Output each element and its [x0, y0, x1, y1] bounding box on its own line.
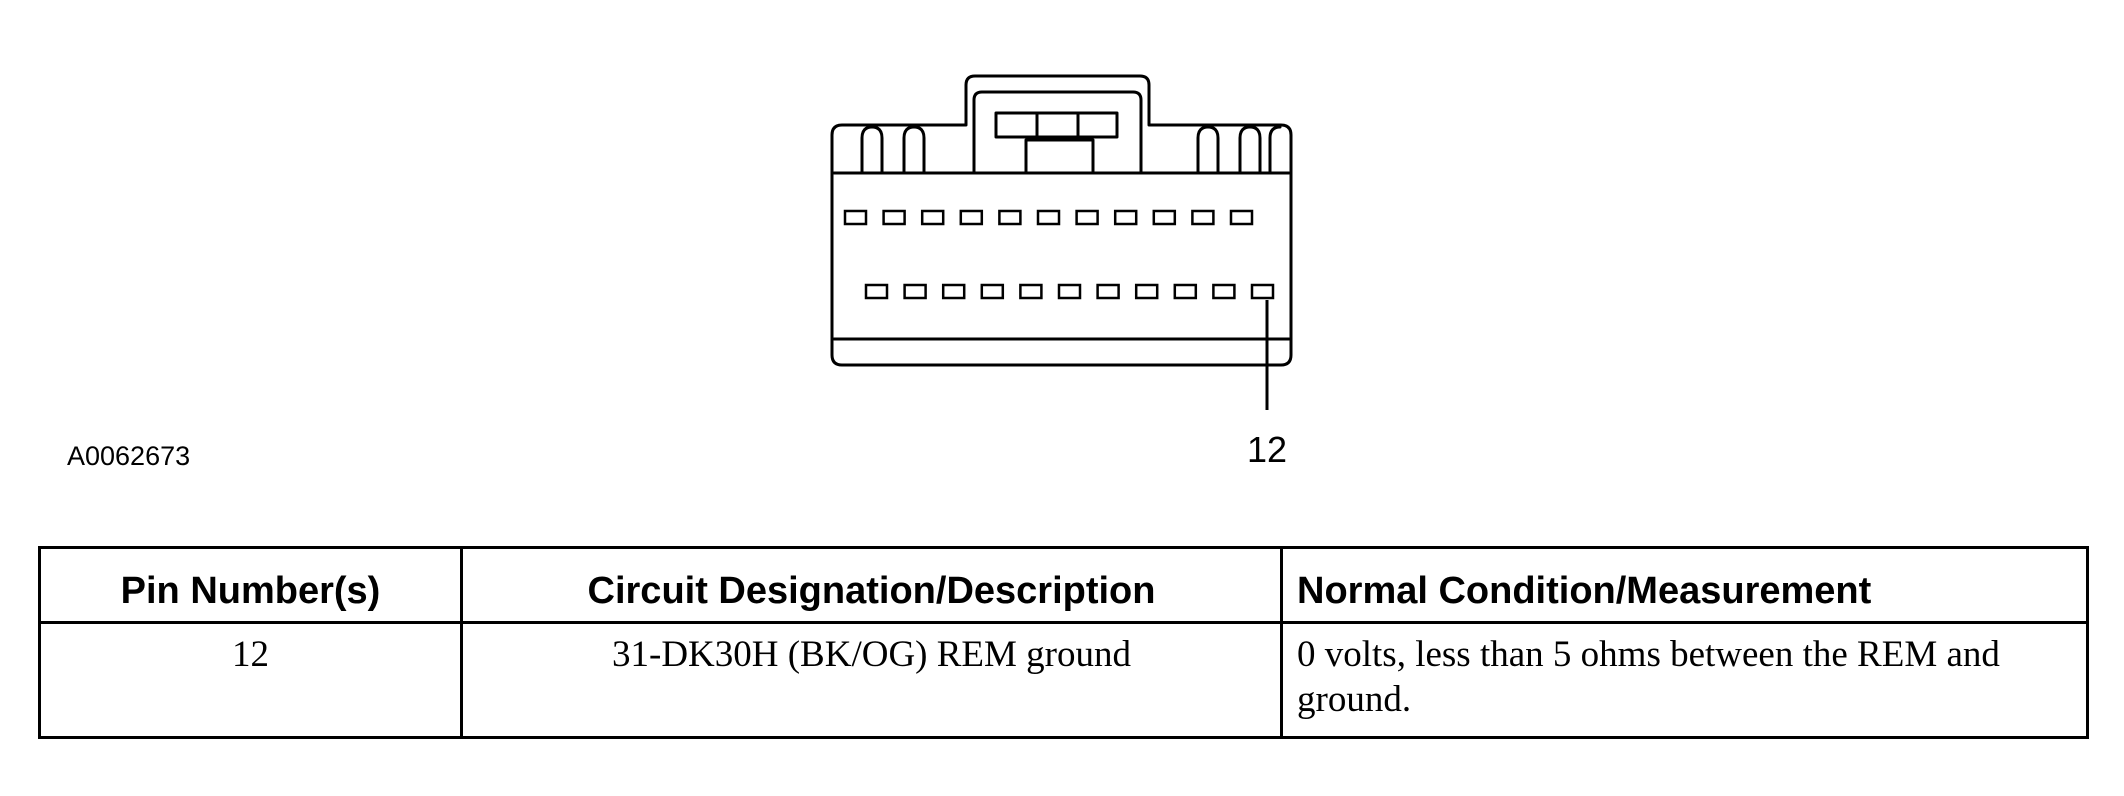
pin-cavity [959, 209, 984, 226]
pin-cavity [1152, 209, 1177, 226]
header-pin-number: Pin Number(s) [38, 546, 463, 624]
pin-cavity [1096, 283, 1120, 300]
table-header-row: Pin Number(s) Circuit Designation/Descri… [38, 546, 2089, 624]
cell-circuit: 31-DK30H (BK/OG) REM ground [460, 621, 1283, 739]
pin-cavity [920, 209, 945, 226]
table-row: 12 31-DK30H (BK/OG) REM ground 0 volts, … [38, 621, 2089, 739]
pin-cavity [1036, 209, 1061, 226]
pin-cavity [864, 283, 889, 300]
figure-id: A0062673 [67, 441, 190, 471]
connector-diagram: 12 A0062673 [67, 74, 1293, 471]
pin-cavity [1057, 283, 1082, 300]
pin-cavity [1019, 283, 1043, 300]
pin-cavity [1134, 283, 1159, 300]
cell-condition: 0 volts, less than 5 ohms between the RE… [1280, 621, 2089, 739]
pin-cavity [941, 283, 966, 300]
pin-row-bottom [864, 283, 1275, 300]
connector-body [830, 74, 1293, 367]
pin-cavity [1113, 209, 1138, 226]
pin-cavity [903, 283, 927, 300]
pin-cavity [843, 209, 868, 226]
left-ribs [860, 125, 926, 175]
pin-cavity [882, 209, 906, 226]
header-condition: Normal Condition/Measurement [1280, 546, 2089, 624]
pin-table: Pin Number(s) Circuit Designation/Descri… [38, 546, 2089, 739]
pin-cavity [1250, 283, 1275, 300]
callout-label: 12 [1247, 429, 1287, 470]
latch [972, 90, 1143, 175]
pin-cavity [1173, 283, 1198, 300]
pin-cavity [1212, 283, 1236, 300]
pin-row-top [843, 209, 1254, 226]
right-ribs [1196, 125, 1282, 175]
pin-cavity [1191, 209, 1215, 226]
pin-cavity [998, 209, 1022, 226]
pin-cavity [980, 283, 1005, 300]
pin-cavity [1075, 209, 1099, 226]
pin-cavity [1229, 209, 1254, 226]
cell-pin-number: 12 [38, 621, 463, 739]
header-circuit: Circuit Designation/Description [460, 546, 1283, 624]
